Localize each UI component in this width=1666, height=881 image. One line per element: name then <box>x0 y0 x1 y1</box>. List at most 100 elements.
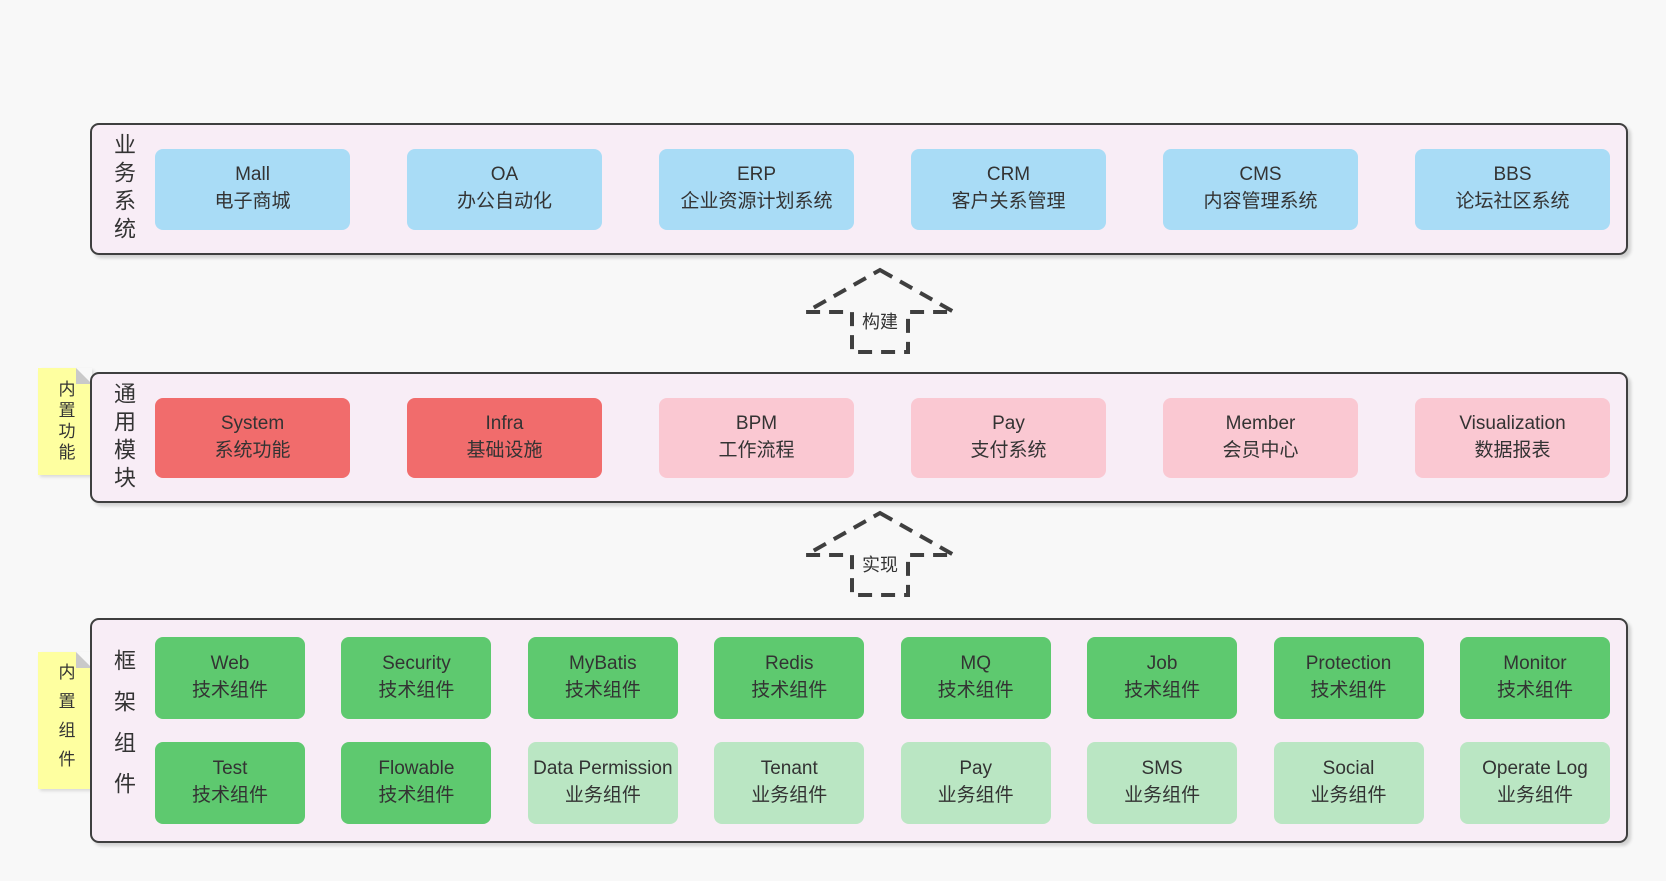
module-desc: 办公自动化 <box>456 191 552 212</box>
module-name: Mall <box>235 164 270 186</box>
band-framework-components: 框架组件 Web 技术组件 Security 技术组件 MyBatis 技术组件 Redis… <box>90 618 1628 843</box>
module-box: Infra 基础设施 <box>407 397 602 478</box>
module-desc: 业务组件 <box>937 785 1014 806</box>
module-desc: 业务组件 <box>1310 785 1387 806</box>
sticky-note-label: 内置功能 <box>55 379 75 464</box>
module-box: BBS 论坛社区系统 <box>1415 148 1610 230</box>
module-box: Visualization 数据报表 <box>1415 397 1610 478</box>
arrow-label: 构建 <box>859 311 901 335</box>
module-name: MyBatis <box>569 653 637 675</box>
module-name: Test <box>212 758 248 780</box>
module-name: Data Permission <box>533 758 673 780</box>
module-desc: 技术组件 <box>751 680 828 701</box>
module-desc: 支付系统 <box>970 439 1047 461</box>
build-arrow: 构建 <box>800 265 960 355</box>
module-desc: 客户关系管理 <box>951 191 1066 212</box>
module-box: Flowable 技术组件 <box>341 742 492 824</box>
band-label: 业务系统 <box>111 133 136 245</box>
module-desc: 技术组件 <box>1124 680 1201 701</box>
module-desc: 技术组件 <box>1496 680 1573 701</box>
module-box: System 系统功能 <box>155 397 350 478</box>
module-desc: 电子商城 <box>214 191 291 212</box>
module-desc: 业务组件 <box>564 785 641 806</box>
module-box: MyBatis 技术组件 <box>527 637 678 719</box>
module-box: Test 技术组件 <box>155 742 305 824</box>
module-name: Protection <box>1305 653 1392 675</box>
module-desc: 技术组件 <box>378 680 455 701</box>
module-desc: 基础设施 <box>466 439 543 461</box>
module-desc: 技术组件 <box>191 680 268 701</box>
module-name: CMS <box>1239 164 1282 186</box>
module-name: Flowable <box>378 758 455 780</box>
module-name: Pay <box>992 412 1025 434</box>
module-name: Pay <box>959 758 993 780</box>
band-label: 框架组件 <box>111 648 136 813</box>
module-name: ERP <box>736 164 777 186</box>
module-name: Monitor <box>1503 653 1567 675</box>
module-desc: 系统功能 <box>214 439 291 461</box>
module-box: Security 技术组件 <box>341 637 492 719</box>
module-box: Pay 业务组件 <box>900 742 1051 824</box>
arrow-label: 实现 <box>859 554 901 578</box>
module-name: SMS <box>1141 758 1183 780</box>
band-label: 通用模块 <box>111 381 136 494</box>
module-desc: 技术组件 <box>191 785 268 806</box>
module-name: Job <box>1146 653 1178 675</box>
module-name: System <box>220 412 285 434</box>
module-name: Web <box>210 653 250 675</box>
dashed-up-arrow-icon <box>800 267 960 354</box>
module-box: Monitor 技术组件 <box>1459 637 1610 719</box>
module-box: Member 会员中心 <box>1163 397 1358 478</box>
module-desc: 会员中心 <box>1222 439 1299 461</box>
module-desc: 工作流程 <box>718 439 795 461</box>
module-name: CRM <box>986 164 1031 186</box>
module-name: Visualization <box>1459 412 1566 434</box>
module-desc: 内容管理系统 <box>1203 191 1318 212</box>
sticky-note-builtin-components: 内置组件 <box>38 652 92 789</box>
dashed-up-arrow-icon <box>800 510 960 597</box>
module-name: Operate Log <box>1482 758 1588 780</box>
sticky-note-builtin-features: 内置功能 <box>38 368 92 475</box>
module-desc: 数据报表 <box>1474 439 1551 461</box>
module-box: SMS 业务组件 <box>1087 742 1238 824</box>
module-box: Job 技术组件 <box>1087 637 1238 719</box>
module-desc: 论坛社区系统 <box>1455 191 1570 212</box>
module-name: Security <box>382 653 451 675</box>
module-box: CRM 客户关系管理 <box>911 148 1106 230</box>
module-name: MQ <box>960 653 991 675</box>
module-desc: 技术组件 <box>937 680 1014 701</box>
module-desc: 业务组件 <box>751 785 828 806</box>
module-desc: 技术组件 <box>378 785 455 806</box>
module-box: Web 技术组件 <box>155 637 305 719</box>
module-name: BBS <box>1493 164 1532 186</box>
module-name: Redis <box>764 653 814 675</box>
sticky-note-label: 内置组件 <box>55 662 75 779</box>
module-desc: 业务组件 <box>1496 785 1573 806</box>
module-box: CMS 内容管理系统 <box>1163 148 1358 230</box>
module-box: Mall 电子商城 <box>155 148 350 230</box>
module-desc: 技术组件 <box>564 680 641 701</box>
implement-arrow: 实现 <box>800 508 960 598</box>
module-desc: 业务组件 <box>1124 785 1201 806</box>
module-box: OA 办公自动化 <box>407 148 602 230</box>
module-box: Pay 支付系统 <box>911 397 1106 478</box>
folded-corner-icon <box>76 368 92 384</box>
module-name: Infra <box>485 412 524 434</box>
module-name: OA <box>490 164 519 186</box>
folded-corner-icon <box>76 652 92 668</box>
module-name: Member <box>1225 412 1296 434</box>
